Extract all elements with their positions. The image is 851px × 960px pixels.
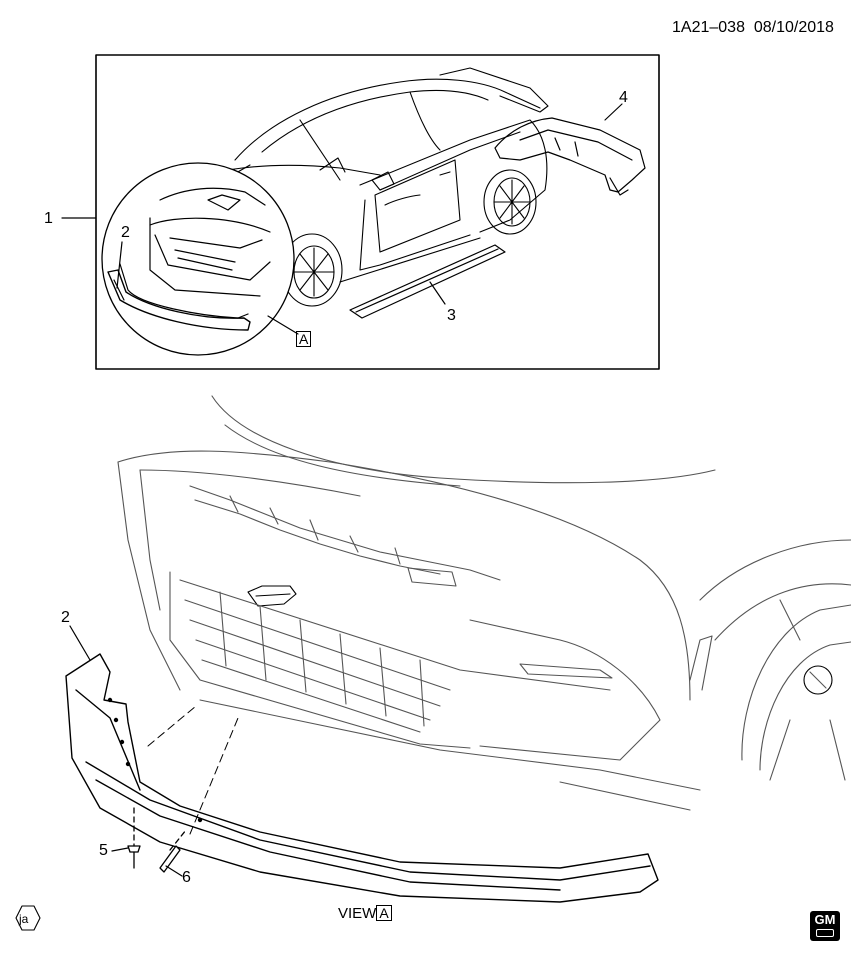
leader-5 (111, 847, 129, 852)
callout-6: 6 (182, 869, 191, 886)
front-fascia-detail (117, 395, 851, 811)
view-a-box: A (376, 905, 392, 921)
view-word: VIEW (338, 905, 377, 922)
leader-3 (429, 281, 446, 305)
fastener-5 (127, 807, 141, 869)
callout-2-bottom: 2 (61, 609, 70, 626)
gm-logo-text: GM (814, 912, 836, 927)
detail-circle (101, 162, 295, 356)
callout-3: 3 (447, 307, 456, 324)
callout-1: 1 (44, 210, 53, 227)
callout-4: 4 (619, 89, 628, 106)
callout-2-top: 2 (121, 224, 130, 241)
rear-diffuser-part (494, 117, 646, 196)
diagram-code: 1A21–038 (672, 19, 745, 36)
front-splitter-part (65, 653, 659, 903)
view-a-reference-box: A (296, 331, 312, 349)
gm-logo-underbar (816, 929, 834, 937)
leader-2-top (116, 241, 123, 289)
gm-logo: GM (810, 911, 840, 941)
callout-5: 5 (99, 842, 108, 859)
ja-badge: ja (19, 912, 29, 926)
fastener-6 (159, 829, 187, 873)
diagram-reference: 1A21–038 08/10/2018 (672, 20, 834, 36)
leader-6 (165, 865, 183, 877)
leader-2-bottom (69, 625, 91, 661)
assembly-lines (147, 705, 239, 835)
view-a-box-label: A (296, 331, 312, 347)
diagram-date: 08/10/2018 (753, 19, 834, 36)
overview-frame (95, 54, 660, 370)
rocker-panel-part (349, 244, 506, 319)
ja-badge-outline (15, 905, 41, 931)
leader-4 (604, 103, 623, 121)
